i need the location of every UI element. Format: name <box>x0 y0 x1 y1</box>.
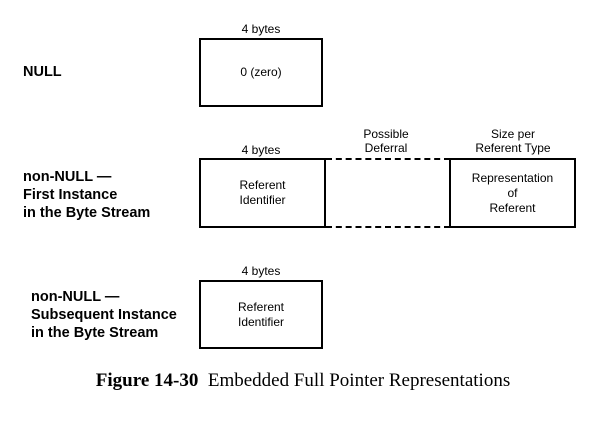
null-row-label: NULL <box>23 63 62 81</box>
box-text-line: Referent <box>239 178 286 192</box>
label-line: in the Byte Stream <box>23 205 151 221</box>
deferral-label: Possible Deferral <box>324 127 448 155</box>
figure-number: Figure 14-30 <box>95 370 199 391</box>
figure-title: Embedded Full Pointer Representations <box>207 370 511 391</box>
label-line: First Instance <box>23 187 118 203</box>
label-line: Subsequent Instance <box>31 307 177 323</box>
referent-representation-box: Representation of Referent <box>449 158 576 228</box>
null-size-label: 4 bytes <box>241 22 281 36</box>
subsequent-referent-identifier-box: Referent Identifier <box>199 280 323 349</box>
label-line: non-NULL — <box>23 169 112 185</box>
box-text-line: Referent <box>237 299 285 314</box>
subsequent-instance-row-label: non-NULL — Subsequent Instance in the By… <box>31 288 177 342</box>
box-text-line: 0 (zero) <box>240 65 282 79</box>
box-text-line: of <box>507 185 518 200</box>
referent-size-label-line: Size per <box>490 127 536 141</box>
deferral-label-line: Deferral <box>364 141 408 155</box>
deferral-top-dashed-line <box>326 158 450 160</box>
label-line: in the Byte Stream <box>31 325 159 341</box>
box-text-line: Identifier <box>239 193 286 207</box>
label-line: NULL <box>23 64 62 80</box>
null-pointer-box: 0 (zero) <box>199 38 323 107</box>
box-text-line: Identifier <box>237 314 285 329</box>
referent-size-label: Size per Referent Type <box>450 127 576 155</box>
box-text-line: Representation <box>471 170 554 185</box>
box-text-line: Referent <box>489 200 536 215</box>
referent-size-label-line: Referent Type <box>475 141 551 155</box>
deferral-bottom-dashed-line <box>326 226 450 228</box>
figure-caption: Figure 14-30 Embedded Full Pointer Repre… <box>0 370 606 392</box>
label-line: non-NULL — <box>31 289 120 305</box>
deferral-label-line: Possible <box>363 127 409 141</box>
referent-identifier-box: Referent Identifier <box>199 158 326 228</box>
first-instance-row-label: non-NULL — First Instance in the Byte St… <box>23 168 150 222</box>
first-instance-size-label: 4 bytes <box>241 143 281 157</box>
subsequent-size-label: 4 bytes <box>241 264 281 278</box>
